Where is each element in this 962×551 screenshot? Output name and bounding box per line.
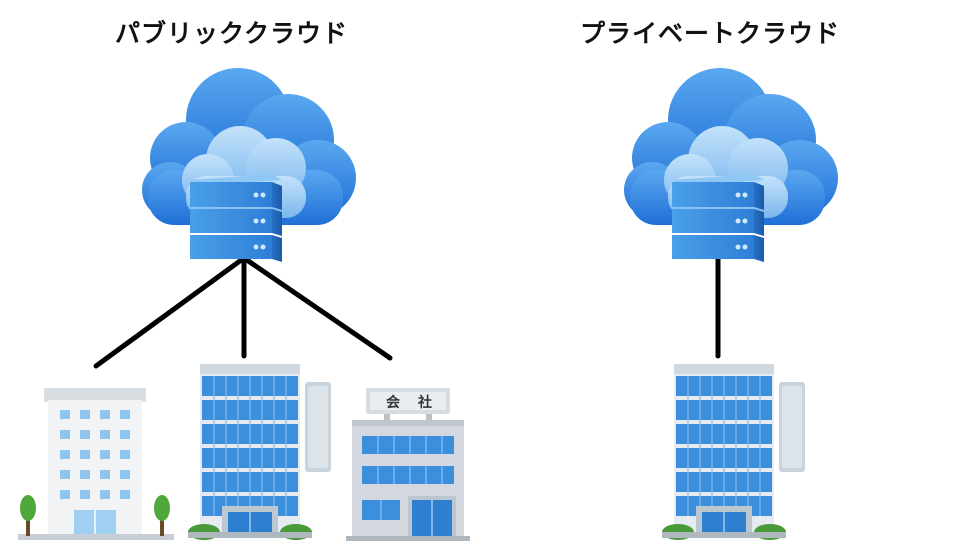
company-sign-char-2: 社: [417, 394, 432, 411]
blue-office-tower-icon: [187, 363, 332, 541]
public-cloud-title: パブリッククラウド: [115, 19, 349, 48]
connection-lines: [93, 251, 721, 369]
company-sign-char-1: 会: [386, 394, 401, 411]
cloud-server-icon: [624, 68, 838, 262]
tree-icon: [20, 495, 36, 536]
private-cloud-title: プライベートクラウド: [580, 19, 841, 48]
cloud-server-icon: [142, 68, 356, 262]
line-to-company-building: [241, 255, 393, 361]
company-building-icon: 会 社: [346, 388, 470, 541]
tree-icon: [154, 495, 170, 536]
line-to-white-building: [93, 255, 247, 369]
blue-office-tower-icon: [661, 363, 806, 541]
white-office-building-icon: [18, 388, 174, 540]
